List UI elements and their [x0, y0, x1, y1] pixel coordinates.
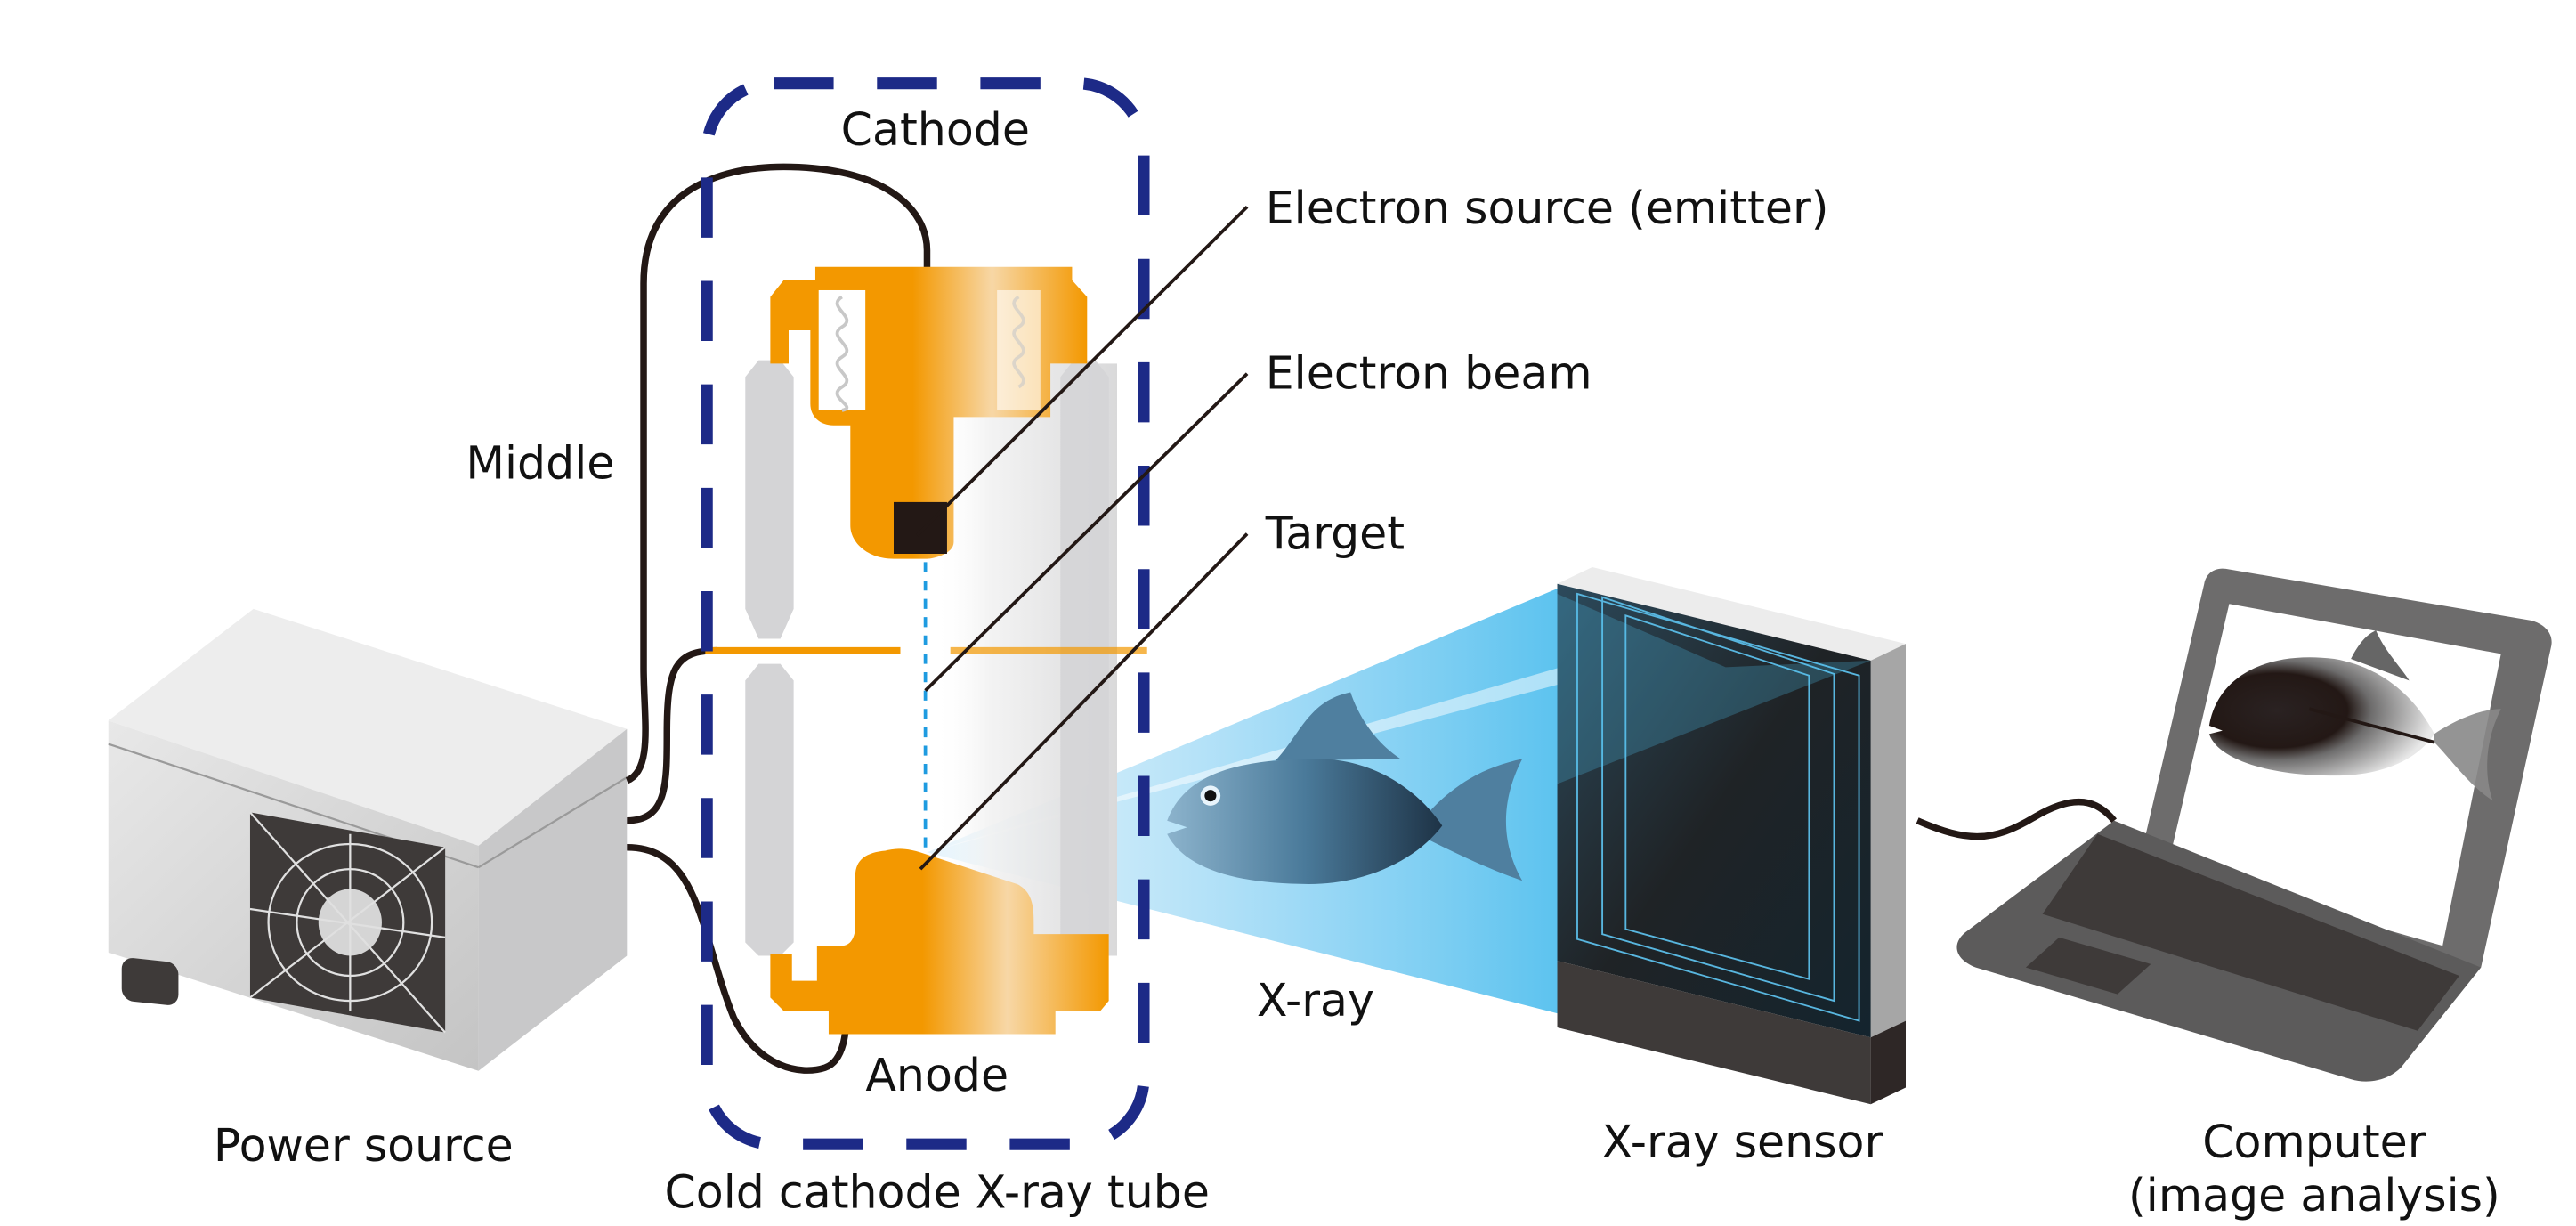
- middle-cable: [627, 646, 717, 824]
- label-sensor: X-ray sensor: [1602, 1116, 1883, 1168]
- sensor-base-front: [1557, 961, 1871, 1105]
- label-cathode: Cathode: [841, 103, 1030, 156]
- sensor-side: [1870, 644, 1906, 1038]
- label-xray: X-ray: [1257, 974, 1374, 1027]
- sensor-base-side: [1870, 1020, 1906, 1105]
- label-anode: Anode: [865, 1049, 1009, 1101]
- computer-cable: [1916, 798, 2118, 840]
- power-source-top: [108, 608, 628, 846]
- label-tube: Cold cathode X-ray tube: [664, 1165, 1209, 1218]
- electron-emitter: [894, 501, 947, 554]
- glass-support-left-upper: [745, 360, 794, 639]
- fish-tail: [1417, 759, 1523, 881]
- glass-support-left-lower: [745, 663, 794, 956]
- sensor-top: [1557, 566, 1906, 661]
- label-electron-beam: Electron beam: [1266, 347, 1592, 400]
- glass-support-right: [1060, 360, 1109, 956]
- label-power-source: Power source: [214, 1119, 514, 1172]
- label-electron-source: Electron source (emitter): [1266, 182, 1829, 234]
- laptop-computer: [1956, 568, 2552, 1082]
- power-switch-icon: [121, 958, 179, 1005]
- sensor-xray-overlay: [1557, 593, 1871, 784]
- fish-sample: [1167, 692, 1523, 884]
- fan-grille-icon: [249, 811, 446, 1034]
- fish-body: [1167, 759, 1443, 884]
- label-target: Target: [1265, 507, 1405, 559]
- leader-lines: [915, 205, 1249, 871]
- label-computer: Computer: [2202, 1116, 2426, 1168]
- leader-target: [919, 532, 1249, 871]
- xray-sensor: [1557, 566, 1906, 1105]
- label-computer-subtitle: (image analysis): [2128, 1169, 2500, 1222]
- xray-tube: [705, 266, 1147, 1035]
- power-source-side: [478, 728, 628, 1071]
- anode-cable: [627, 843, 851, 1074]
- anode-electrode: [770, 848, 1109, 1035]
- leader-emitter: [915, 205, 1249, 537]
- fish-dorsal-fin: [1275, 692, 1401, 761]
- laptop-touchpad: [2025, 937, 2151, 995]
- sensor-face: [1557, 583, 1871, 1038]
- leader-beam: [924, 372, 1249, 692]
- tube-dashed-frame: [701, 77, 1150, 1150]
- xray-fish-image: [2208, 630, 2501, 801]
- cathode-electrode: [770, 266, 1088, 559]
- laptop-keyboard: [2042, 833, 2459, 1031]
- label-middle: Middle: [466, 437, 614, 490]
- power-source-device: [108, 608, 628, 1071]
